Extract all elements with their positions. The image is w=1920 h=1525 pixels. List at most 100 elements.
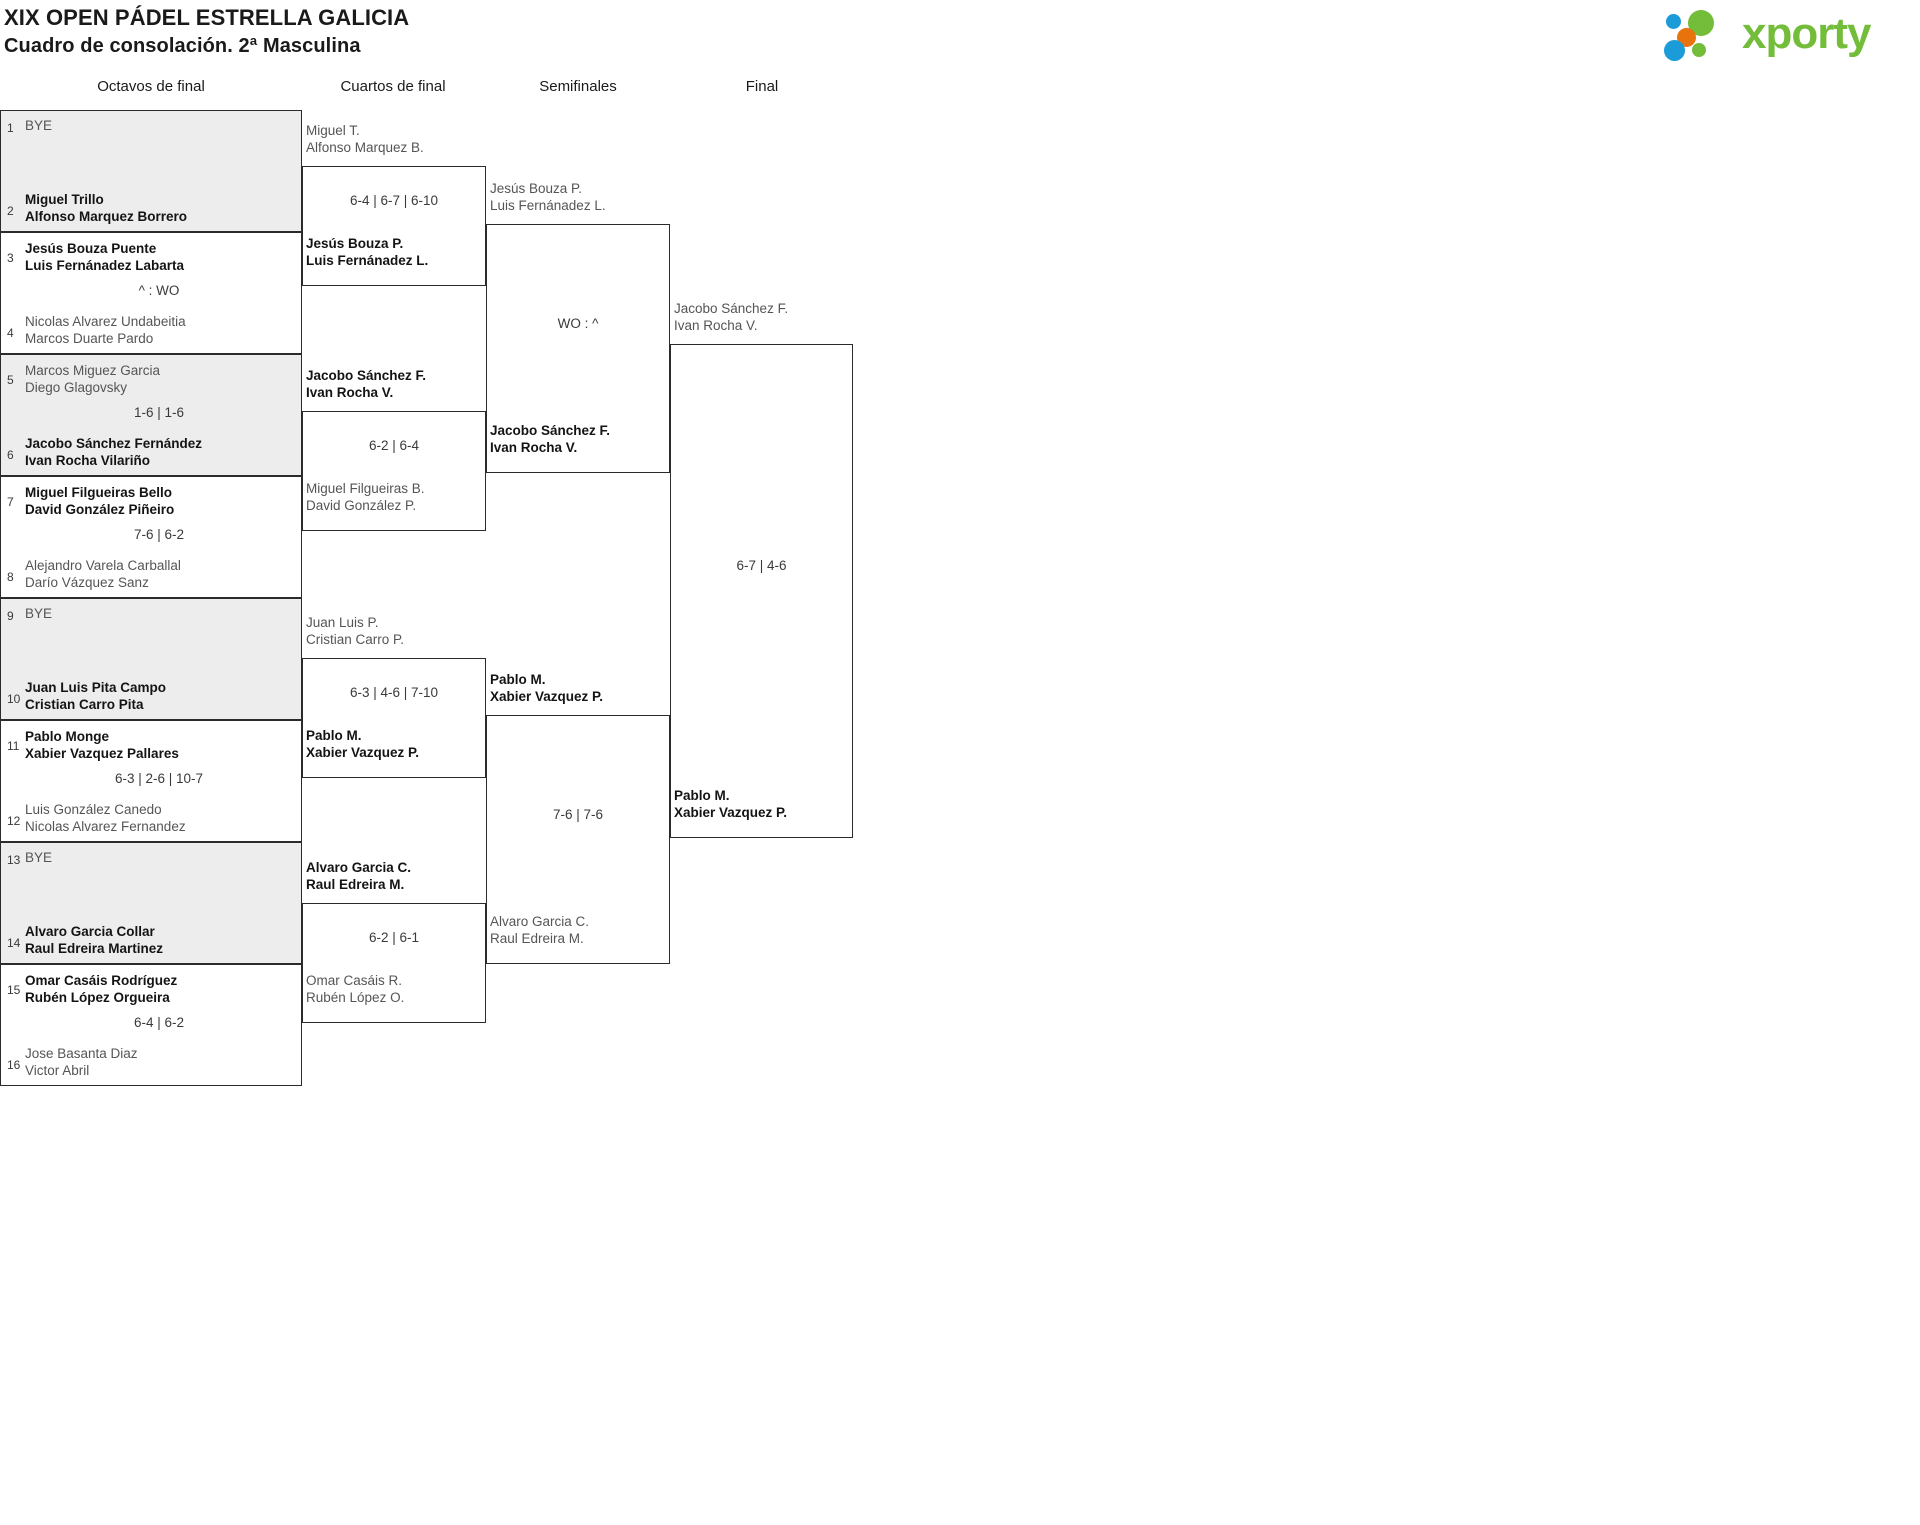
tournament-title-line1: XIX OPEN PÁDEL ESTRELLA GALICIA xyxy=(4,5,410,30)
player-name-2: Ivan Rocha V. xyxy=(306,384,394,400)
round1-score: 7-6 | 6-2 xyxy=(133,527,185,542)
round2-match-2[interactable] xyxy=(302,411,486,531)
tournament-subtitle: Cuadro de consolación. 2ª Masculina xyxy=(4,34,361,57)
player-name-2: Ivan Rocha V. xyxy=(490,439,578,455)
round4-team-bottom: Pablo M.Xabier Vazquez P. xyxy=(674,788,849,821)
player-name-1: Miguel T. xyxy=(306,123,360,138)
player-name-2: Victor Abril xyxy=(25,1062,90,1078)
player-name-2: Marcos Duarte Pardo xyxy=(25,330,154,346)
player-name-1: Jacobo Sánchez F. xyxy=(490,423,611,438)
player-name-2: Raul Edreira Martinez xyxy=(25,940,164,956)
player-name-2: Luis Fernánadez L. xyxy=(490,197,606,213)
round3-team-bottom: Jacobo Sánchez F.Ivan Rocha V. xyxy=(490,423,666,456)
round2-score: 6-4 | 6-7 | 6-10 xyxy=(349,193,439,208)
logo-dots-icon xyxy=(1664,10,1742,61)
seed-number: 3 xyxy=(7,251,14,265)
seed-number: 9 xyxy=(7,609,14,623)
seed-number: 8 xyxy=(7,570,14,584)
seed-number: 6 xyxy=(7,448,14,462)
round2-team-top: Alvaro Garcia C.Raul Edreira M. xyxy=(306,860,482,893)
player-name-2: Cristian Carro P. xyxy=(306,631,405,647)
player-name-1: Nicolas Alvarez Undabeitia xyxy=(25,314,186,329)
round2-team-bottom: Jesús Bouza P.Luis Fernánadez L. xyxy=(306,236,482,269)
player-name-2: Alfonso Marquez Borrero xyxy=(25,208,188,224)
player-name-1: BYE xyxy=(25,606,53,621)
round1-score: 1-6 | 1-6 xyxy=(133,405,185,420)
round3-match-2[interactable] xyxy=(486,715,670,964)
player-name-1: Alejandro Varela Carballal xyxy=(25,558,181,573)
seed-number: 4 xyxy=(7,326,14,340)
player-name-1: Alvaro Garcia Collar xyxy=(25,924,155,939)
seed-number: 11 xyxy=(7,739,20,753)
seed-number: 5 xyxy=(7,373,14,387)
player-name-1: Jesús Bouza P. xyxy=(490,181,583,196)
player-name-1: Miguel Filgueiras Bello xyxy=(25,485,173,500)
player-name-1: BYE xyxy=(25,118,53,133)
round2-score: 6-3 | 4-6 | 7-10 xyxy=(349,685,439,700)
round3-team-top: Jesús Bouza P.Luis Fernánadez L. xyxy=(490,181,666,214)
player-name-2: Raul Edreira M. xyxy=(490,930,584,946)
round1-score: 6-4 | 6-2 xyxy=(133,1015,185,1030)
player-name-1: Jacobo Sánchez Fernández xyxy=(25,436,203,451)
player-name-1: Pablo M. xyxy=(674,788,730,803)
player-name-1: Jose Basanta Diaz xyxy=(25,1046,138,1061)
round3-team-bottom: Alvaro Garcia C.Raul Edreira M. xyxy=(490,914,666,947)
round1-team-top: BYE xyxy=(25,118,295,135)
seed-number: 16 xyxy=(7,1058,21,1072)
round-header-3: Semifinales xyxy=(539,78,617,95)
player-name-1: Pablo Monge xyxy=(25,729,109,744)
player-name-2: Luis Fernánadez L. xyxy=(306,252,429,268)
logo-dot-blue-small xyxy=(1666,14,1681,29)
player-name-2: Ivan Rocha Vilariño xyxy=(25,452,151,468)
player-name-1: Juan Luis Pita Campo xyxy=(25,680,167,695)
player-name-2: Ivan Rocha V. xyxy=(674,317,758,333)
round1-team-top: BYE xyxy=(25,606,295,623)
round3-match-1[interactable] xyxy=(486,224,670,473)
round3-score: WO : ^ xyxy=(557,315,599,331)
player-name-1: Alvaro Garcia C. xyxy=(490,914,590,929)
round2-match-1[interactable] xyxy=(302,166,486,286)
round2-match-3[interactable] xyxy=(302,658,486,778)
player-name-1: Miguel Filgueiras B. xyxy=(306,481,425,496)
player-name-2: Luis Fernánadez Labarta xyxy=(25,257,185,273)
player-name-1: Omar Casáis R. xyxy=(306,973,403,988)
logo-wordmark: xporty xyxy=(1742,9,1871,58)
round4-team-top: Jacobo Sánchez F.Ivan Rocha V. xyxy=(674,301,849,334)
seed-number: 1 xyxy=(7,121,14,135)
player-name-1: Luis González Canedo xyxy=(25,802,162,817)
round4-match-1[interactable] xyxy=(670,344,853,838)
round2-score: 6-2 | 6-1 xyxy=(368,930,420,945)
xporty-logo: xporty xyxy=(1664,6,1904,64)
round1-team-top: BYE xyxy=(25,850,295,867)
player-name-2: Xabier Vazquez Pallares xyxy=(25,745,179,761)
round3-team-top: Pablo M.Xabier Vazquez P. xyxy=(490,672,666,705)
player-name-1: Miguel Trillo xyxy=(25,192,104,207)
round-header-1: Octavos de final xyxy=(97,78,205,95)
player-name-2: Xabier Vazquez P. xyxy=(674,804,788,820)
player-name-2: Darío Vázquez Sanz xyxy=(25,574,149,590)
round2-match-4[interactable] xyxy=(302,903,486,1023)
player-name-1: Alvaro Garcia C. xyxy=(306,860,412,875)
logo-dot-blue-large xyxy=(1664,40,1685,61)
round1-score: ^ : WO xyxy=(138,283,180,298)
player-name-1: Omar Casáis Rodríguez xyxy=(25,973,178,988)
player-name-2: Xabier Vazquez P. xyxy=(306,744,420,760)
round2-team-top: Jacobo Sánchez F.Ivan Rocha V. xyxy=(306,368,482,401)
player-name-1: Pablo M. xyxy=(490,672,546,687)
